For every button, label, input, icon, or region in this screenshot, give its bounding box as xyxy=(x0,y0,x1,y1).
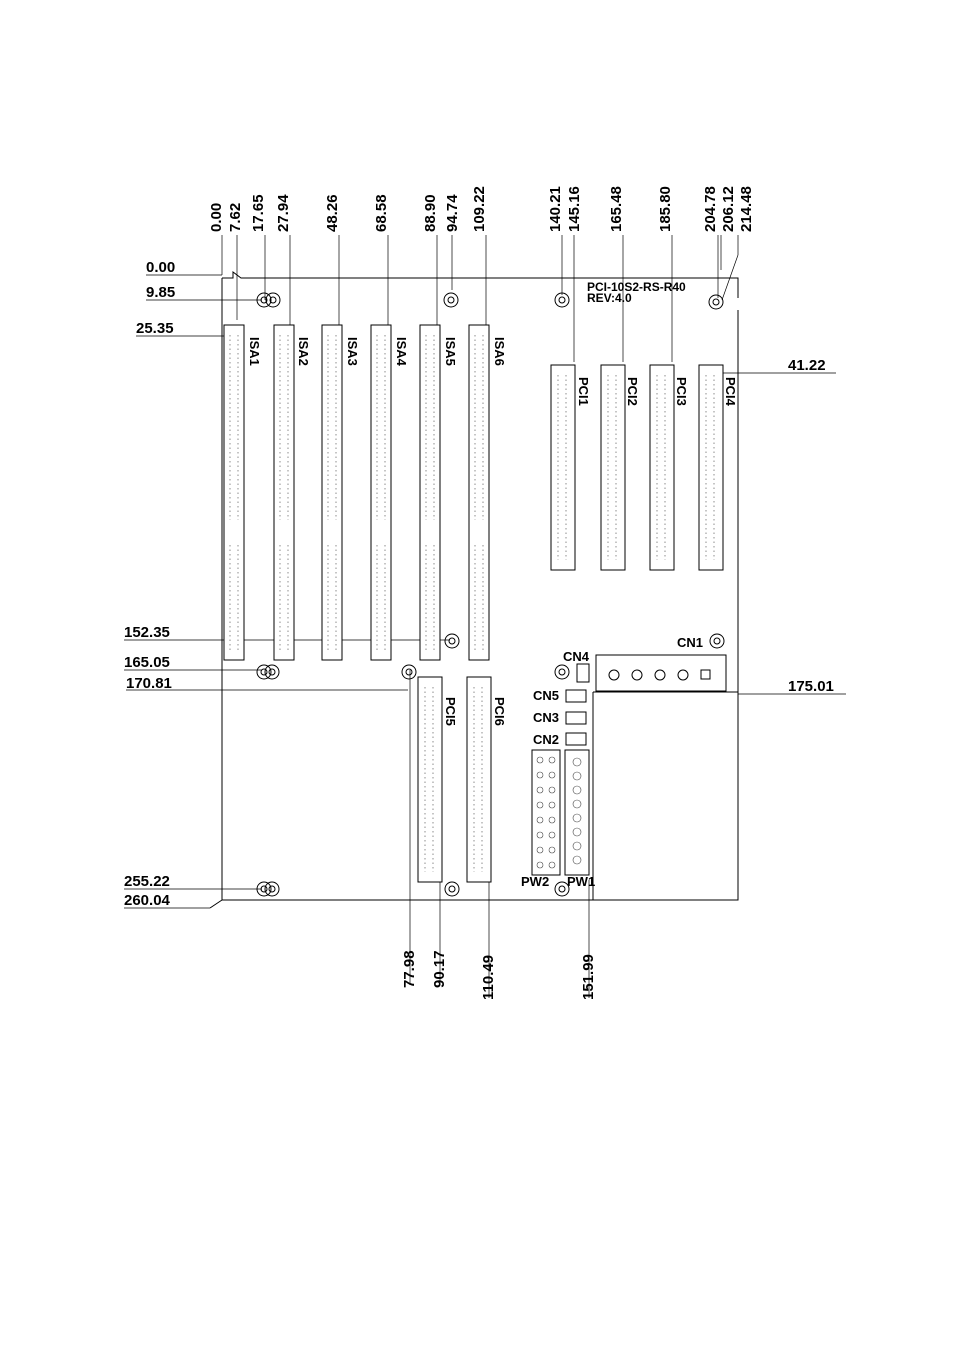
power-connector-bodies xyxy=(531,749,590,876)
left-dim-0: 0.00 xyxy=(146,259,175,276)
pci5-label: PCI5 xyxy=(443,697,458,726)
isa-slot-labels: ISA1 ISA2 ISA3 ISA4 ISA5 ISA6 xyxy=(247,337,507,367)
pw2-label: PW2 xyxy=(521,874,549,889)
left-dim-7: 260.04 xyxy=(124,892,171,909)
top-dim-13: 204.78 xyxy=(702,186,719,232)
left-dim-4: 165.05 xyxy=(124,654,170,671)
pci6-label: PCI6 xyxy=(492,697,507,726)
connector-labels: CN1 CN2 CN3 CN4 CN5 PW1 PW2 xyxy=(521,635,703,889)
bottom-dimension-labels: 77.98 90.17 110.49 151.99 xyxy=(401,950,597,1000)
pci2-label: PCI2 xyxy=(625,377,640,406)
cn1-connector-body xyxy=(595,654,727,692)
top-dim-0: 0.00 xyxy=(208,203,225,232)
left-dim-5: 170.81 xyxy=(126,675,172,692)
isa4-label: ISA4 xyxy=(394,337,409,367)
bottom-dim-0: 77.98 xyxy=(401,950,418,988)
cn4-label: CN4 xyxy=(563,649,590,664)
left-dim-6: 255.22 xyxy=(124,873,170,890)
top-dim-5: 68.58 xyxy=(373,194,390,232)
pci-top-slot-bodies xyxy=(550,364,724,571)
board-model-label: PCI-10S2-RS-R40 xyxy=(587,280,686,294)
bottom-dim-1: 90.17 xyxy=(431,950,448,988)
top-dim-4: 48.26 xyxy=(324,194,341,232)
isa1-label: ISA1 xyxy=(247,337,262,366)
left-dimension-labels: 0.00 9.85 25.35 152.35 165.05 170.81 255… xyxy=(124,259,175,909)
isa5-label: ISA5 xyxy=(443,337,458,366)
cn1-label: CN1 xyxy=(677,635,703,650)
isa3-label: ISA3 xyxy=(345,337,360,366)
bottom-dim-2: 110.49 xyxy=(480,955,497,1000)
board-revision-label: REV:4.0 xyxy=(587,291,632,305)
top-dim-10: 145.16 xyxy=(566,186,583,232)
top-dim-11: 165.48 xyxy=(608,186,625,232)
pci-slot-labels: PCI1 PCI2 PCI3 PCI4 PCI5 PCI6 xyxy=(443,377,738,726)
cn3-label: CN3 xyxy=(533,710,559,725)
isa6-label: ISA6 xyxy=(492,337,507,366)
bottom-dim-3: 151.99 xyxy=(580,954,597,1000)
cn5-label: CN5 xyxy=(533,688,559,703)
right-dim-0: 41.22 xyxy=(788,357,826,374)
top-dim-9: 140.21 xyxy=(547,186,564,232)
mounting-holes xyxy=(256,292,725,897)
top-dim-7: 94.74 xyxy=(444,194,461,232)
pci4-label: PCI4 xyxy=(723,377,738,407)
top-dim-6: 88.90 xyxy=(422,194,439,232)
top-dim-14: 206.12 xyxy=(720,186,737,232)
pci1-label: PCI1 xyxy=(576,377,591,406)
cn2-label: CN2 xyxy=(533,732,559,747)
isa-pin-rows xyxy=(229,335,484,650)
top-dim-12: 185.80 xyxy=(657,186,674,232)
left-dim-2: 25.35 xyxy=(136,320,174,337)
top-dim-3: 27.94 xyxy=(275,194,292,232)
cn-small-connectors xyxy=(565,663,590,746)
top-dim-1: 7.62 xyxy=(227,203,244,232)
top-dim-15: 214.48 xyxy=(738,186,755,232)
isa2-label: ISA2 xyxy=(296,337,311,366)
top-dim-2: 17.65 xyxy=(250,194,267,232)
pw1-label: PW1 xyxy=(567,874,595,889)
isa-slot-bodies xyxy=(223,324,490,661)
pci-bottom-slot-bodies xyxy=(417,676,492,883)
right-dim-1: 175.01 xyxy=(788,678,834,695)
top-dimension-labels: 0.00 7.62 17.65 27.94 48.26 68.58 88.90 … xyxy=(208,186,755,232)
left-dim-1: 9.85 xyxy=(146,284,175,301)
top-dim-8: 109.22 xyxy=(471,186,488,232)
right-dimension-labels: 41.22 175.01 xyxy=(788,357,834,695)
left-dim-3: 152.35 xyxy=(124,624,170,641)
pci3-label: PCI3 xyxy=(674,377,689,406)
